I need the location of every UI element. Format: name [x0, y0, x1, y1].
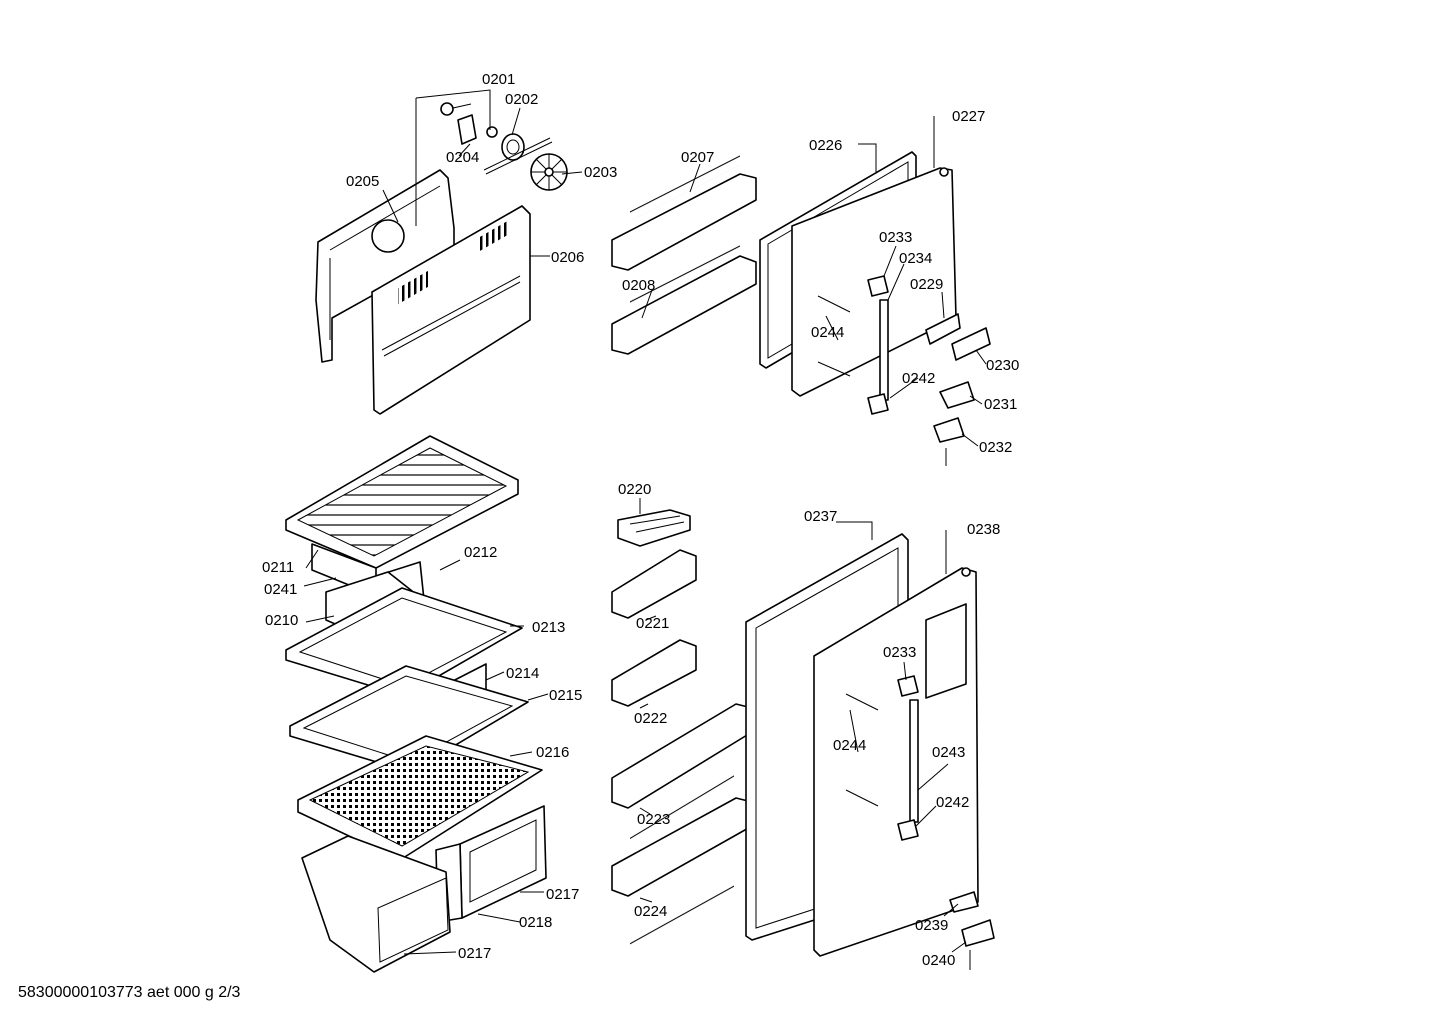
lower-door-assembly — [745, 521, 995, 970]
part-0232-hinge-pin — [933, 417, 965, 443]
label-0243: 0243 — [932, 744, 965, 761]
part-0233-handle-cap — [867, 275, 889, 297]
label-0210: 0210 — [265, 612, 298, 629]
label-0203: 0203 — [584, 164, 617, 181]
label-0217-right: 0217 — [546, 886, 579, 903]
label-0217-left: 0217 — [458, 945, 491, 962]
part-0213-shelf-frame — [285, 587, 523, 697]
document-footer: 58300000103773 aet 000 g 2/3 — [18, 984, 241, 1001]
label-0242-lower: 0242 — [936, 794, 969, 811]
part-0231-hinge — [939, 381, 975, 409]
part-0223-door-shelf — [611, 703, 753, 809]
part-0233-handle-cap-2 — [897, 675, 919, 697]
label-0220: 0220 — [618, 481, 651, 498]
part-0217-crisper-drawer-left — [301, 835, 451, 973]
part-0222-door-bin — [611, 639, 697, 707]
label-0240: 0240 — [922, 952, 955, 969]
part-0207-door-shelf — [611, 173, 757, 271]
label-0244-upper: 0244 — [811, 324, 844, 341]
part-0242-handle-cap-2 — [897, 819, 919, 841]
label-0224: 0224 — [634, 903, 667, 920]
upper-door-assembly — [759, 116, 991, 466]
label-0212: 0212 — [464, 544, 497, 561]
label-0231: 0231 — [984, 396, 1017, 413]
shelf-ribs-2 — [630, 238, 740, 305]
part-0244-screws — [817, 295, 851, 377]
label-0233-upper: 0233 — [879, 229, 912, 246]
label-0213: 0213 — [532, 619, 565, 636]
shelf-ribs — [630, 154, 740, 221]
label-0234: 0234 — [899, 250, 932, 267]
part-0243-handle — [909, 699, 919, 823]
label-0226: 0226 — [809, 137, 842, 154]
label-0232: 0232 — [979, 439, 1012, 456]
label-0201: 0201 — [482, 71, 515, 88]
label-0205: 0205 — [346, 173, 379, 190]
part-0215-shelf-frame — [289, 665, 529, 773]
label-0237: 0237 — [804, 508, 837, 525]
label-0238: 0238 — [967, 521, 1000, 538]
label-0204: 0204 — [446, 149, 479, 166]
label-0202: 0202 — [505, 91, 538, 108]
label-0242-upper: 0242 — [902, 370, 935, 387]
part-0230-cover — [951, 327, 991, 361]
part-0244-screws-2 — [845, 693, 879, 807]
label-0214: 0214 — [506, 665, 539, 682]
label-0230: 0230 — [986, 357, 1019, 374]
part-0204-motor — [457, 114, 477, 145]
label-0216: 0216 — [536, 744, 569, 761]
part-0206-fan-cover — [371, 205, 531, 415]
label-0211: 0211 — [262, 559, 294, 576]
part-0242-handle-cap — [867, 393, 889, 415]
part-0221-door-bin — [611, 549, 697, 619]
label-0229: 0229 — [910, 276, 943, 293]
label-0218: 0218 — [519, 914, 552, 931]
lower-door-bins — [611, 498, 753, 947]
label-0233-lower: 0233 — [883, 644, 916, 661]
door-label-panel — [925, 603, 967, 699]
label-0208: 0208 — [622, 277, 655, 294]
fan-assembly — [315, 89, 583, 415]
shelf-grille — [296, 447, 508, 557]
label-0207: 0207 — [681, 149, 714, 166]
vent-grille-right — [480, 219, 510, 251]
label-0223: 0223 — [637, 811, 670, 828]
label-0206: 0206 — [551, 249, 584, 266]
label-0221: 0221 — [636, 615, 669, 632]
part-0240-hinge-pin — [961, 919, 995, 947]
callout-labels: 0201 0202 0203 0204 0205 0206 0207 0208 … — [262, 71, 1019, 969]
part-0234-handle — [879, 299, 889, 401]
label-0215: 0215 — [549, 687, 582, 704]
label-0241: 0241 — [264, 581, 297, 598]
label-0222: 0222 — [634, 710, 667, 727]
label-0239: 0239 — [915, 917, 948, 934]
upper-door-shelves — [611, 154, 757, 355]
label-0244-lower: 0244 — [833, 737, 866, 754]
part-0229-door-badge — [925, 313, 961, 345]
fridge-interior-assembly — [285, 435, 549, 973]
label-0227: 0227 — [952, 108, 985, 125]
part-0201-bushing — [440, 102, 454, 116]
shelf-ribs-3 — [630, 770, 734, 844]
part-0217-crisper-drawer-right — [459, 805, 547, 919]
part-0201-bushing-2 — [486, 126, 498, 138]
vent-grille-left — [398, 270, 428, 305]
shelf-ribs-4 — [630, 879, 734, 947]
crisper-cover-mesh — [308, 745, 530, 847]
part-0208-door-shelf — [611, 255, 757, 355]
duct-fan-opening — [371, 219, 405, 253]
